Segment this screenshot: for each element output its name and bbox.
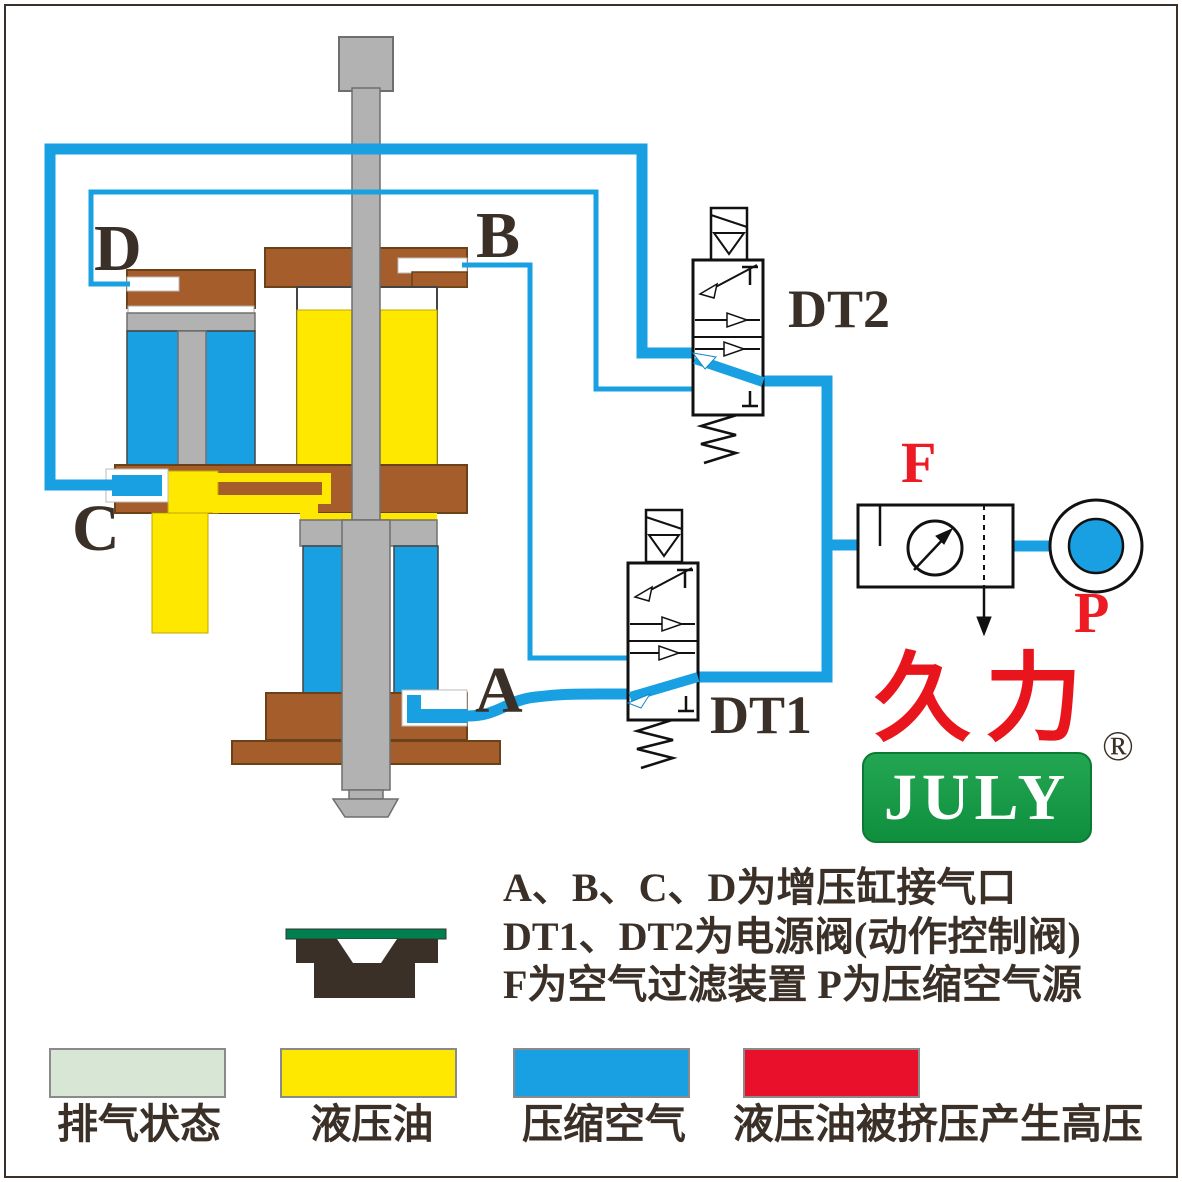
dt1-flow-arrowhead-3 bbox=[658, 644, 682, 662]
legend-swatch-highpressure bbox=[743, 1048, 920, 1098]
oil-passage-2 bbox=[322, 482, 331, 496]
rod-top-cap bbox=[338, 36, 394, 92]
filter-drain-arrowhead bbox=[976, 616, 992, 637]
pipe-b-to-dt1 bbox=[462, 262, 628, 661]
dt1-flow-arrowhead-1 bbox=[633, 585, 654, 602]
seal-v-notch bbox=[337, 939, 397, 963]
valve-label-dt1: DT1 bbox=[710, 685, 813, 745]
left-piston-plate bbox=[126, 312, 256, 332]
legend-label-oil: 液压油 bbox=[310, 1101, 434, 1147]
dt2-solenoid-triangle bbox=[712, 232, 746, 256]
dt1-spring-icon bbox=[632, 718, 678, 770]
dt1-flow-arrowhead-2 bbox=[661, 615, 685, 633]
legend-swatch-air bbox=[513, 1048, 690, 1098]
source-label-p: P bbox=[1074, 580, 1110, 645]
port-c-air bbox=[112, 475, 162, 496]
solenoid-valve-dt1-icon bbox=[626, 508, 700, 770]
port-label-a: A bbox=[475, 654, 523, 727]
air-pipes bbox=[44, 143, 1050, 722]
seal-body bbox=[314, 963, 415, 998]
port-b-channel bbox=[397, 257, 468, 274]
port-label-d: D bbox=[94, 212, 142, 285]
dt2-flow-arrowhead-1 bbox=[698, 282, 719, 299]
gauge-needle-head bbox=[935, 527, 954, 545]
ram-step bbox=[348, 789, 384, 800]
legend-label-exhaust: 排气状态 bbox=[57, 1101, 221, 1147]
oil-passage-4 bbox=[213, 504, 222, 513]
dt1-exhaust-bottom bbox=[678, 696, 694, 713]
dt1-active-arrowhead bbox=[626, 692, 652, 709]
solenoid-valve-dt2-icon bbox=[691, 206, 765, 465]
lower-air-chamber-left bbox=[302, 545, 349, 694]
pipe-d-to-dt2 bbox=[88, 189, 693, 392]
legend-swatch-exhaust bbox=[49, 1048, 226, 1098]
filter-label-f: F bbox=[901, 430, 937, 495]
oil-passage-3 bbox=[213, 495, 331, 504]
note-line-1: A、B、C、D为增压缸接气口 bbox=[503, 865, 1017, 910]
pipe-supply-riser bbox=[698, 375, 833, 683]
right-cap-step bbox=[411, 271, 468, 288]
booster-cylinder-icon bbox=[105, 36, 501, 818]
dt2-flow-arrowhead-3 bbox=[723, 340, 747, 358]
legend-swatch-oil bbox=[280, 1048, 457, 1098]
dt1-solenoid-line bbox=[645, 516, 683, 530]
ram-tip bbox=[331, 798, 400, 818]
oil-passage-1 bbox=[205, 473, 331, 482]
dt1-active-flow bbox=[628, 672, 700, 702]
lower-ram bbox=[341, 519, 391, 791]
dt2-solenoid-line bbox=[710, 214, 748, 228]
pipe-a-to-dt1 bbox=[412, 688, 628, 722]
brand-logo-cn: 久力 bbox=[874, 644, 1096, 753]
pipe-c-to-dt2 bbox=[44, 143, 693, 491]
dt2-spring-icon bbox=[696, 413, 741, 465]
upper-rod bbox=[351, 87, 381, 521]
brand-logo-box: JULY bbox=[862, 752, 1092, 843]
legend-label-highpressure: 液压油被挤压产生高压 bbox=[733, 1101, 1143, 1147]
dt2-active-arrowhead bbox=[691, 352, 717, 370]
seal-cross-section-icon bbox=[285, 928, 447, 998]
dt2-exhaust-bottom bbox=[742, 391, 758, 408]
oil-reservoir-block bbox=[151, 512, 209, 634]
registered-mark: ® bbox=[1102, 724, 1134, 770]
dt1-solenoid-triangle bbox=[647, 534, 681, 558]
port-label-c: C bbox=[72, 492, 120, 565]
oil-passage-5 bbox=[222, 504, 318, 513]
valve-label-dt2: DT2 bbox=[788, 279, 891, 339]
notes-block: A、B、C、D为增压缸接气口 DT1、DT2为电源阀(动作控制阀) F为空气过滤… bbox=[503, 864, 1082, 1010]
legend-label-air: 压缩空气 bbox=[522, 1101, 686, 1147]
note-line-2: DT1、DT2为电源阀(动作控制阀) bbox=[503, 913, 1081, 959]
seal-green-line bbox=[285, 928, 447, 940]
brand-logo-en: JULY bbox=[883, 760, 1071, 834]
air-source-icon bbox=[1048, 498, 1144, 594]
lower-air-chamber-right bbox=[393, 545, 439, 694]
air-source-inner bbox=[1067, 517, 1125, 575]
port-label-b: B bbox=[476, 199, 521, 272]
dt2-flow-arrowhead-2 bbox=[726, 311, 750, 329]
air-filter-gauge-icon bbox=[856, 503, 1015, 637]
note-line-3: F为空气过滤装置 P为压缩空气源 bbox=[503, 962, 1082, 1007]
